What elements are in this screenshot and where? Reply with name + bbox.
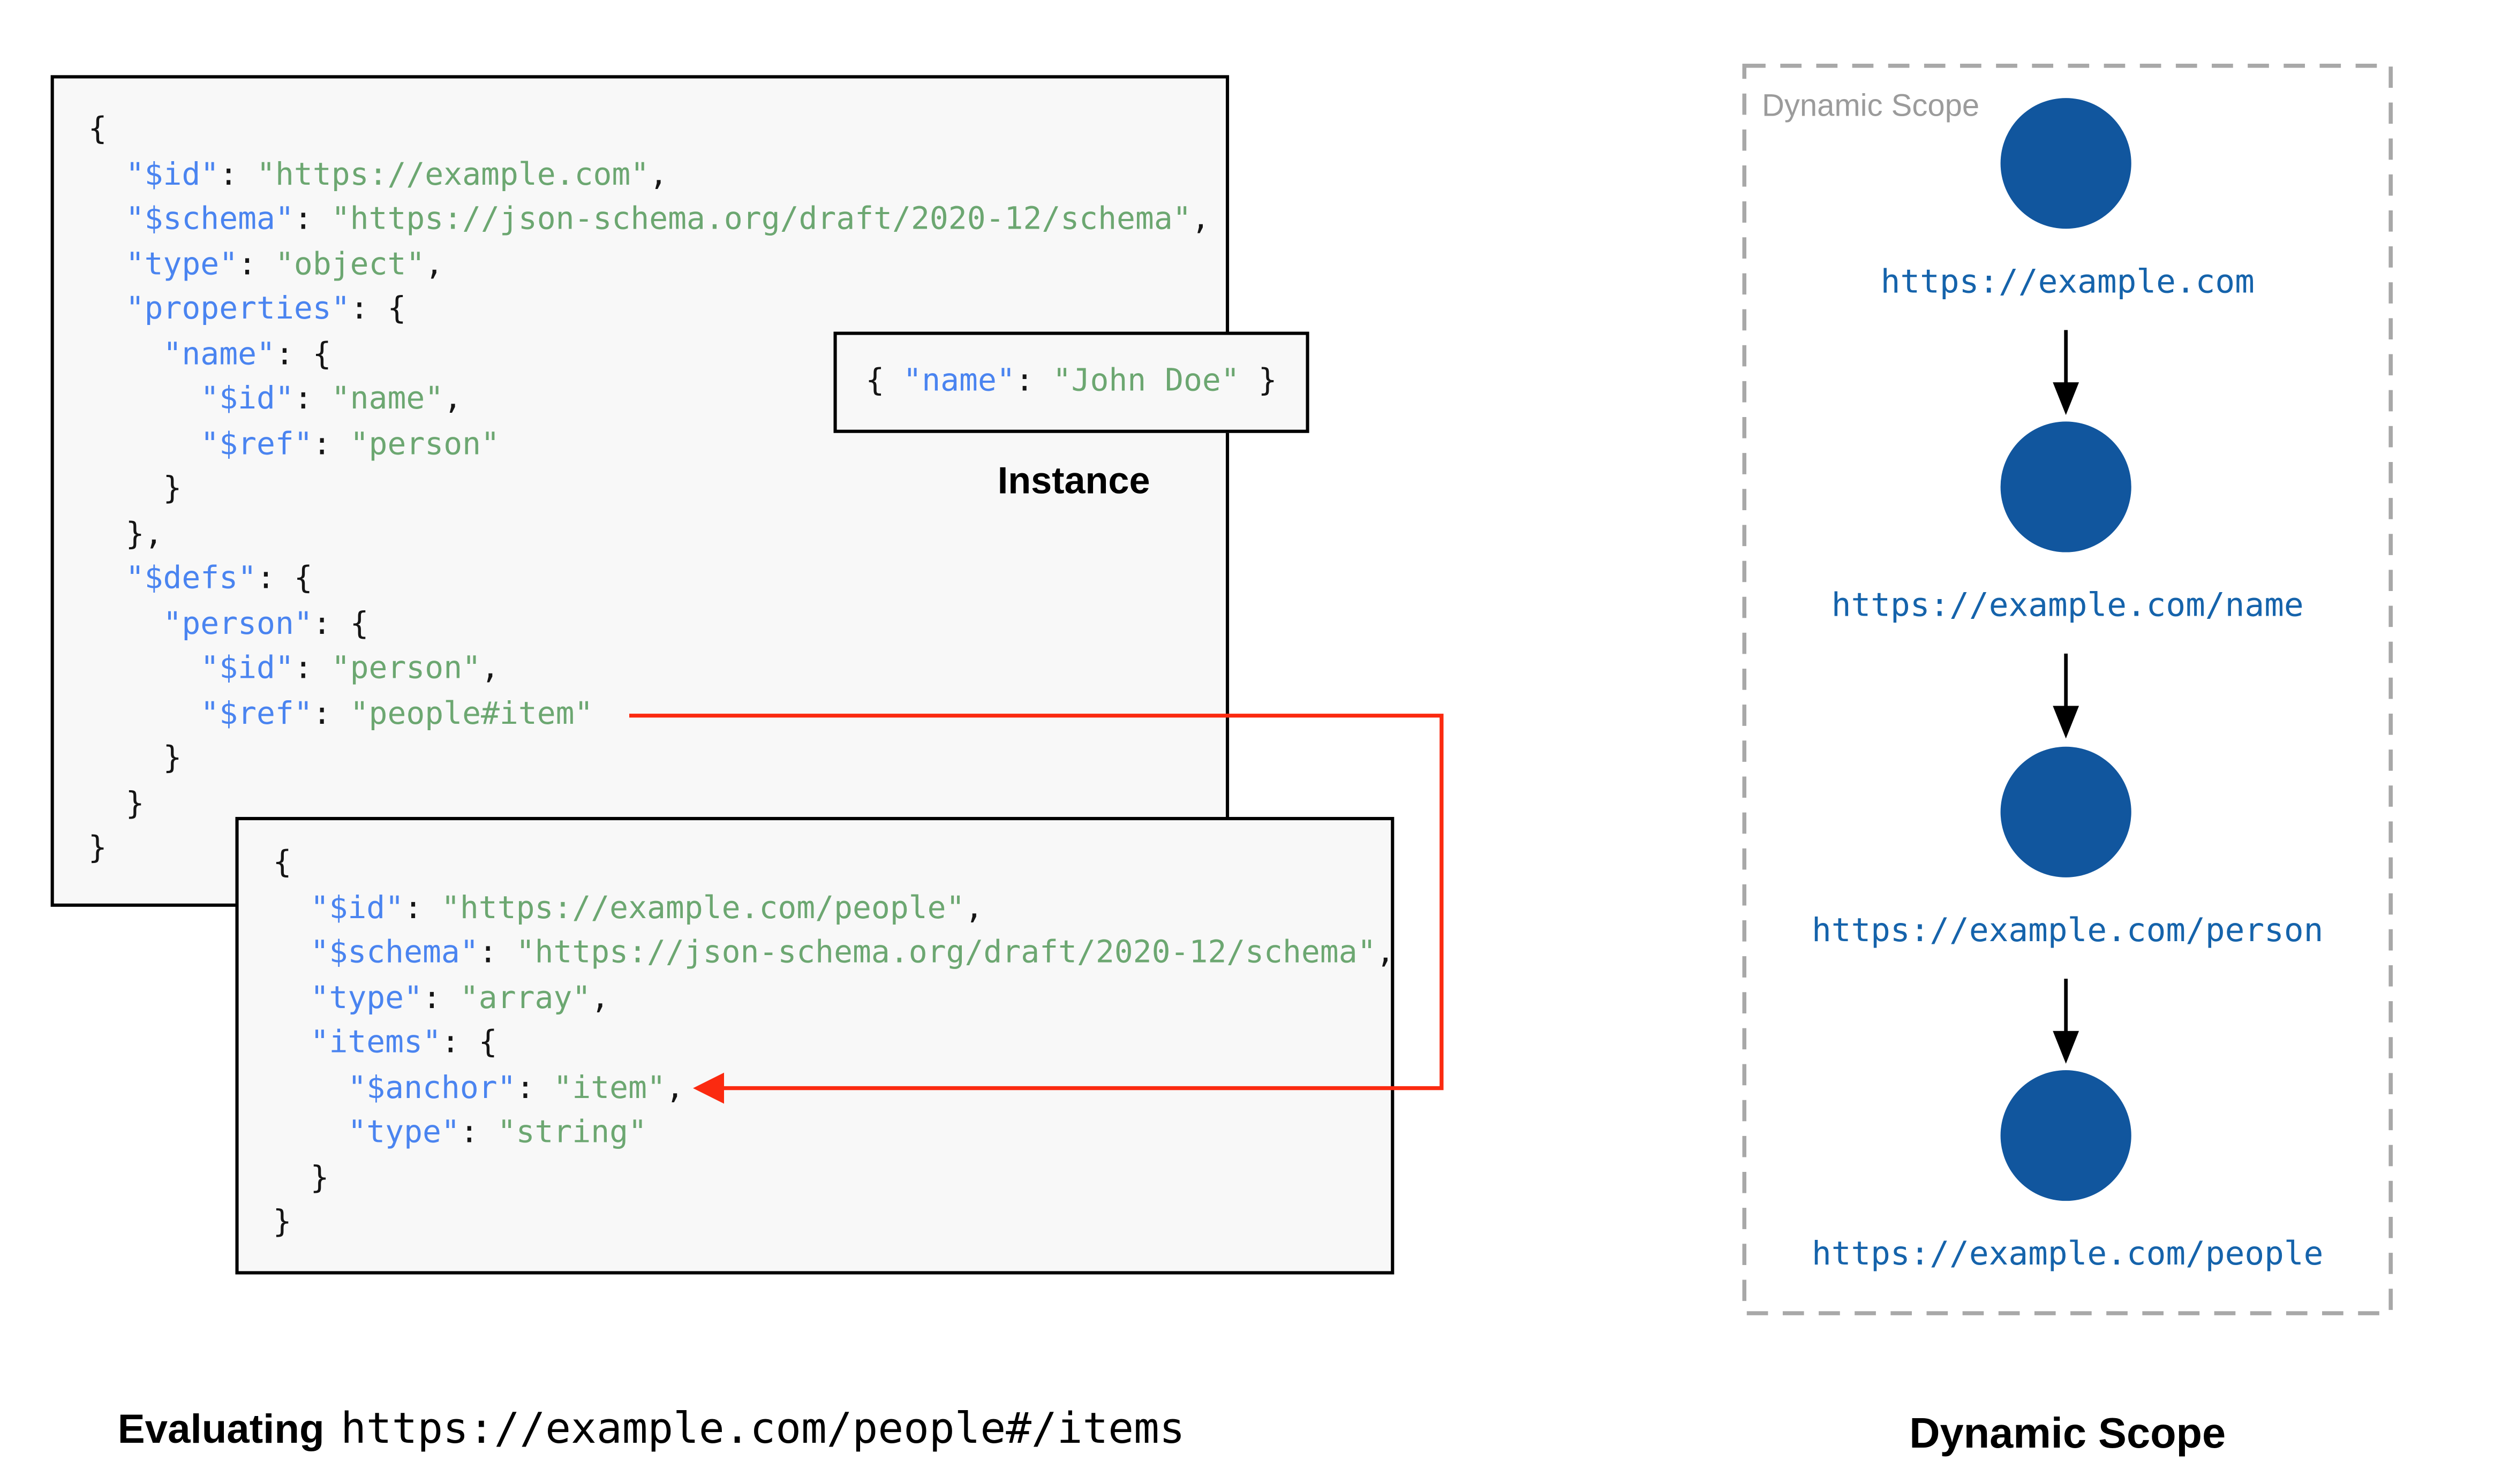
down-arrow-icon-1 <box>2053 330 2079 415</box>
code-line: } <box>88 830 107 866</box>
code-line: "$ref": "people#item" <box>200 695 593 731</box>
instance-label: Instance <box>997 459 1150 502</box>
dynamic-scope-panel-label: Dynamic Scope <box>1762 89 1980 124</box>
scope-node-circle-1 <box>2000 98 2131 229</box>
code-line: "$ref": "person" <box>200 426 500 462</box>
code-line: "name": { <box>163 336 331 372</box>
code-line: "$schema": "https://json-schema.org/draf… <box>125 201 1210 237</box>
code-line: } <box>88 470 182 507</box>
scope-node-label-1: https://example.com <box>1880 261 2255 301</box>
code-line: "$anchor": "item", <box>348 1069 684 1106</box>
code-line: "$id": "https://example.com", <box>125 156 668 192</box>
code-line: "type": "string" <box>348 1114 647 1150</box>
scope-node-circle-2 <box>2000 421 2131 552</box>
dynamic-scope-panel-border <box>1742 64 2393 1315</box>
people-schema-box: { "$id": "https://example.com/people", "… <box>235 816 1395 1275</box>
evaluating-caption: Evaluating https://example.com/people#/i… <box>118 1405 1185 1455</box>
code-line: "$defs": { <box>125 560 313 596</box>
code-line: }, <box>88 515 163 552</box>
code-line: "$id": "name", <box>200 381 463 417</box>
scope-node-circle-3 <box>2000 746 2131 877</box>
code-line: "$schema": "https://json-schema.org/draf… <box>310 934 1395 971</box>
code-line: "type": "object", <box>125 246 444 282</box>
scope-node-label-3: https://example.com/person <box>1811 910 2324 950</box>
code-line: "properties": { <box>125 291 406 327</box>
scope-node-circle-4 <box>2000 1070 2131 1201</box>
code-line: "person": { <box>163 605 369 641</box>
code-line: } <box>273 1204 292 1240</box>
code-line: { "name": "John Doe" } <box>865 363 1277 399</box>
code-line: "items": { <box>310 1024 498 1061</box>
scope-node-label-4: https://example.com/people <box>1811 1233 2324 1273</box>
code-line: { <box>273 844 292 881</box>
code-line: { <box>88 111 107 147</box>
instance-box: { "name": "John Doe" } <box>833 331 1309 433</box>
code-line: "$id": "person", <box>200 650 500 686</box>
evaluating-caption-prefix: Evaluating <box>117 1406 325 1453</box>
code-line: } <box>273 1159 329 1195</box>
code-line: "type": "array", <box>310 979 610 1016</box>
dynamic-scope-caption: Dynamic Scope <box>1909 1408 2226 1458</box>
down-arrow-icon-3 <box>2053 979 2079 1064</box>
code-line: } <box>88 740 182 776</box>
down-arrow-icon-2 <box>2053 653 2079 739</box>
code-line: "$id": "https://example.com/people", <box>310 889 984 926</box>
code-line: } <box>88 785 145 821</box>
evaluating-caption-uri: https://example.com/people#/items <box>341 1405 1185 1455</box>
scope-node-label-2: https://example.com/name <box>1831 585 2304 624</box>
